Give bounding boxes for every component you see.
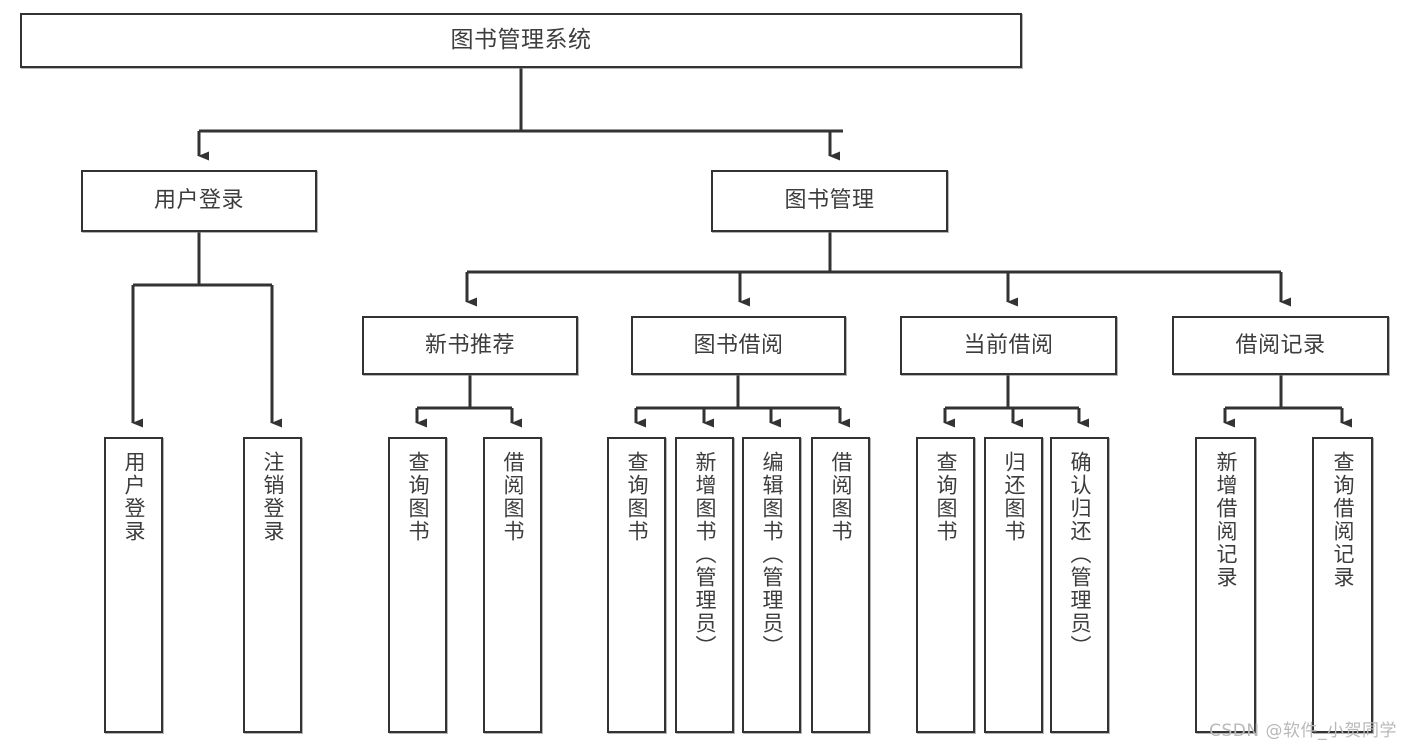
node-label: 查询借阅记录: [1331, 451, 1356, 589]
node-label: 查询图书: [406, 451, 431, 543]
node-label: 确认归还（管理员）: [1068, 451, 1093, 658]
node-leaf-add-borrow-record[interactable]: 新增借阅记录: [1195, 437, 1256, 733]
node-borrow-record[interactable]: 借阅记录: [1172, 316, 1389, 375]
node-label: 新增借阅记录: [1214, 451, 1239, 589]
node-leaf-edit-book-admin[interactable]: 编辑图书（管理员）: [742, 437, 801, 733]
node-label: 查询图书: [934, 451, 959, 543]
node-label: 借阅图书: [501, 451, 526, 543]
node-label: 图书管理: [784, 188, 875, 214]
node-leaf-query-book-current[interactable]: 查询图书: [916, 437, 975, 733]
node-label: 当前借阅: [963, 332, 1054, 358]
node-label: 借阅图书: [829, 451, 854, 543]
node-leaf-return-book[interactable]: 归还图书: [984, 437, 1043, 733]
node-leaf-logout-login[interactable]: 注销登录: [243, 437, 302, 733]
node-new-book-recommend[interactable]: 新书推荐: [362, 316, 578, 375]
csdn-watermark: CSDN @软件_小贺同学: [1209, 721, 1397, 741]
node-book-manage[interactable]: 图书管理: [711, 170, 948, 232]
node-label: 用户登录: [122, 451, 147, 543]
node-book-borrow[interactable]: 图书借阅: [631, 316, 846, 375]
node-label: 注销登录: [261, 451, 286, 543]
node-label: 借阅记录: [1235, 332, 1326, 358]
node-label: 新增图书（管理员）: [693, 451, 718, 658]
node-label: 编辑图书（管理员）: [760, 451, 785, 658]
node-label: 用户登录: [153, 188, 244, 214]
node-leaf-query-borrow-record[interactable]: 查询借阅记录: [1312, 437, 1373, 733]
node-root-book-management-system[interactable]: 图书管理系统: [20, 13, 1022, 68]
node-leaf-borrow-book[interactable]: 借阅图书: [811, 437, 870, 733]
node-leaf-query-book-borrow[interactable]: 查询图书: [607, 437, 666, 733]
node-leaf-confirm-return[interactable]: 确认归还（管理员）: [1050, 437, 1109, 733]
node-leaf-user-login[interactable]: 用户登录: [104, 437, 163, 733]
node-current-borrow[interactable]: 当前借阅: [900, 316, 1117, 375]
node-label: 查询图书: [625, 451, 650, 543]
node-leaf-add-book-admin[interactable]: 新增图书（管理员）: [675, 437, 734, 733]
node-label: 图书借阅: [693, 332, 784, 358]
node-leaf-query-book-new[interactable]: 查询图书: [388, 437, 447, 733]
node-user-login[interactable]: 用户登录: [81, 170, 317, 232]
node-label: 图书管理系统: [450, 26, 592, 53]
node-leaf-borrow-book-new[interactable]: 借阅图书: [483, 437, 542, 733]
node-label: 新书推荐: [424, 332, 515, 358]
node-label: 归还图书: [1002, 451, 1027, 543]
